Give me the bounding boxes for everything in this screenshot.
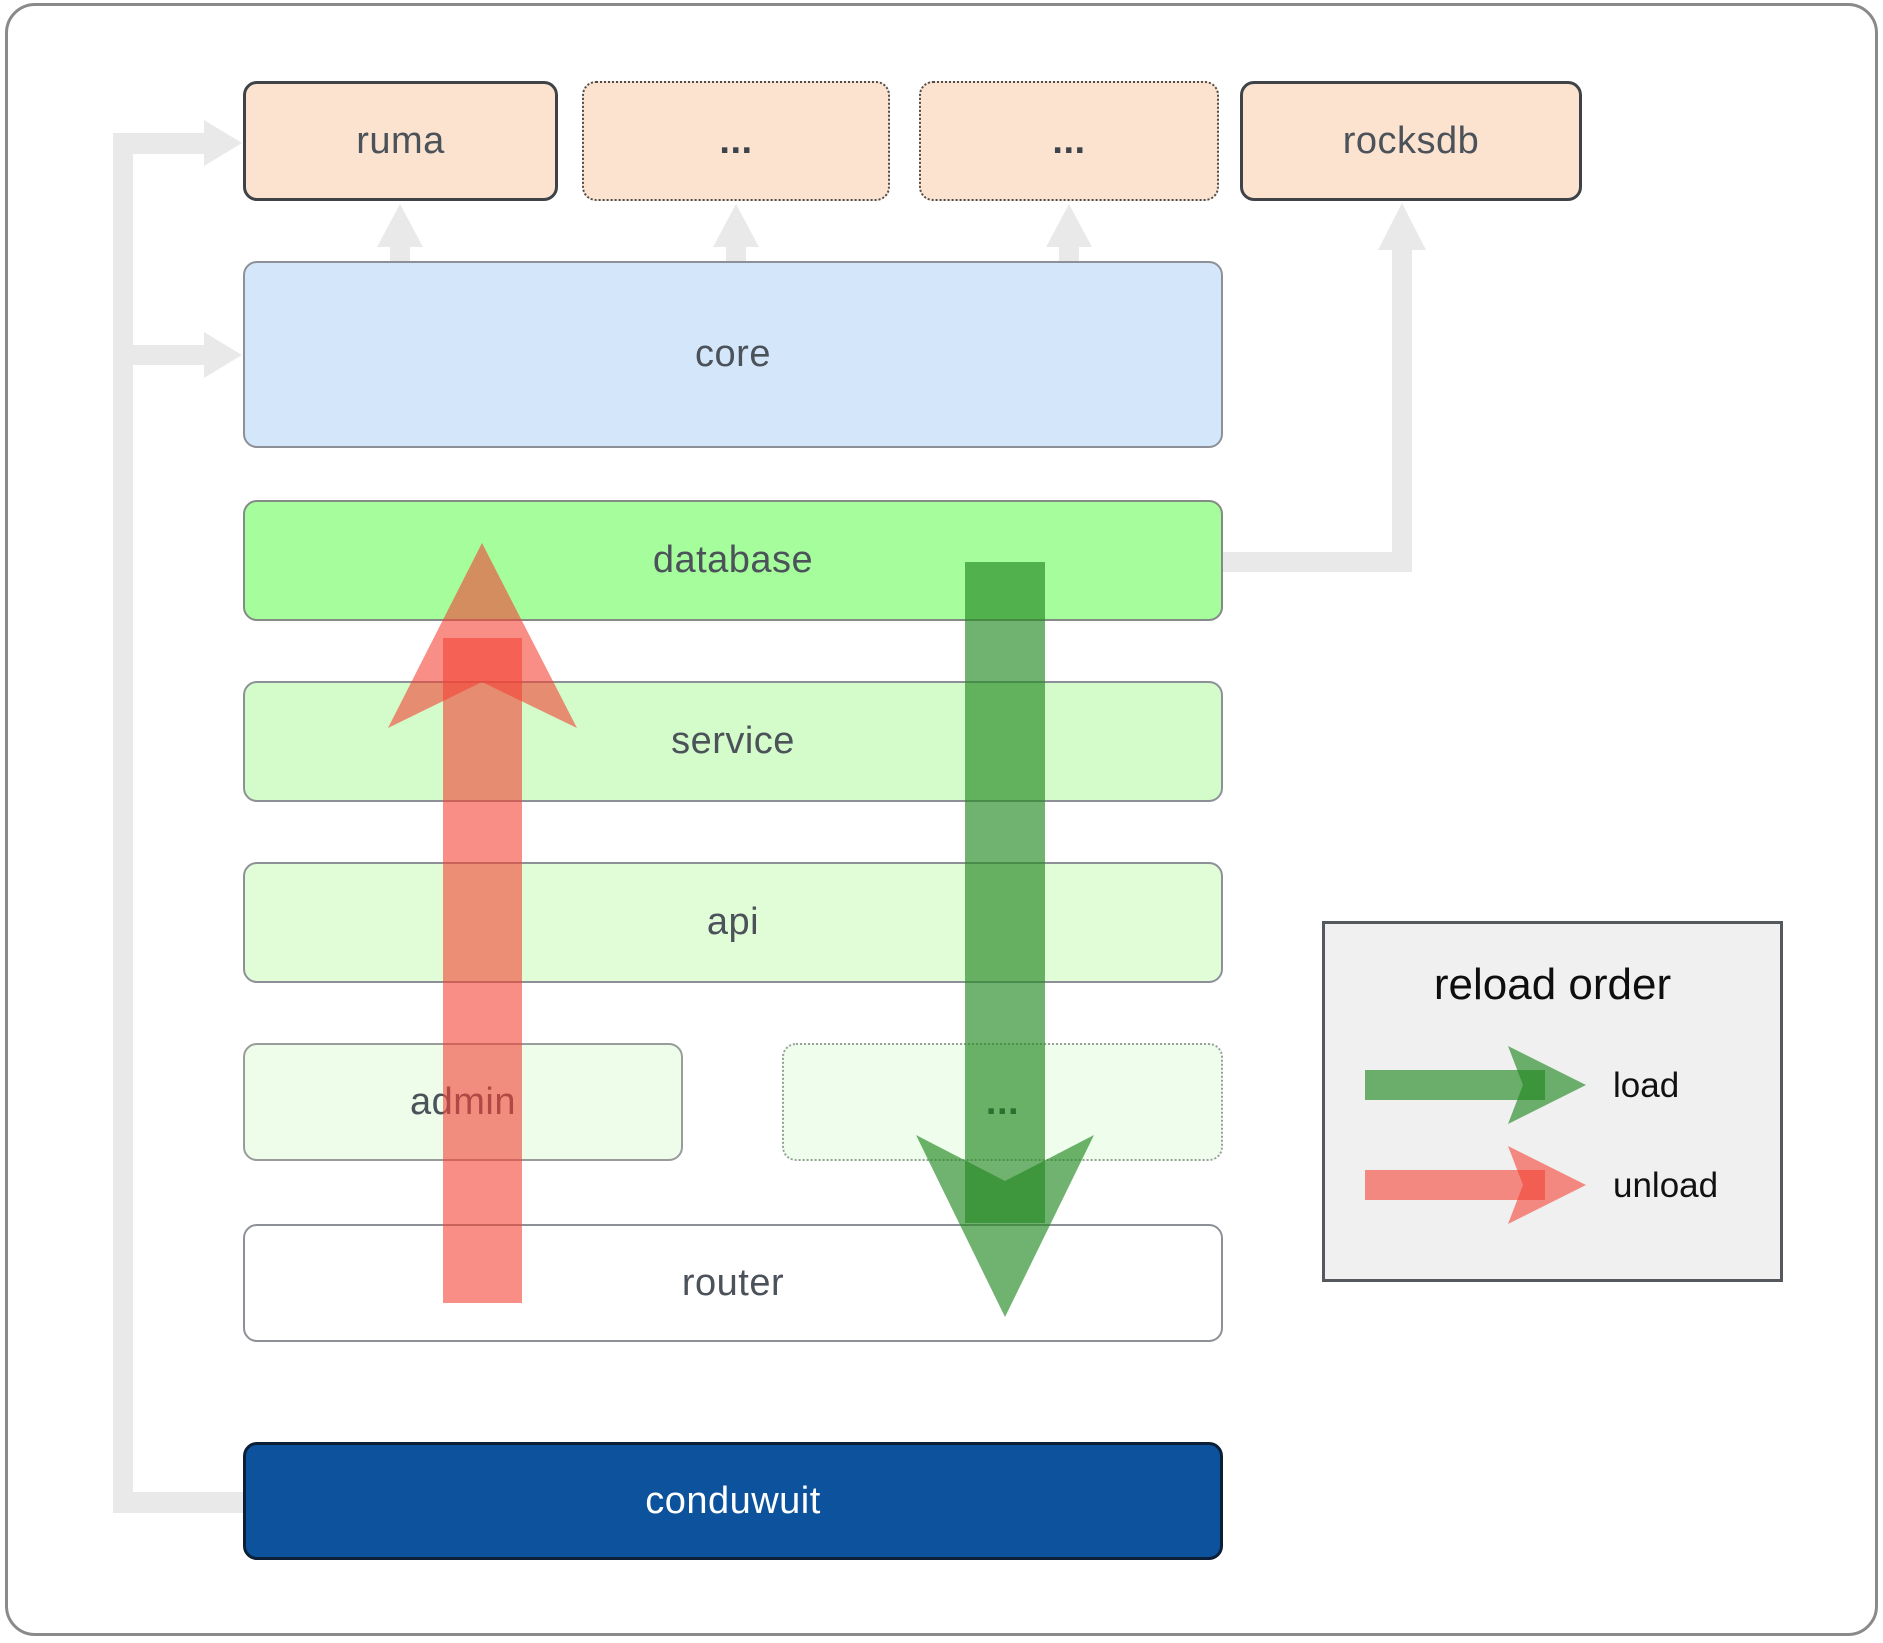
legend-arrows: [1365, 1046, 1586, 1224]
node-core-label: core: [695, 333, 771, 375]
node-rocksdb-label: rocksdb: [1342, 119, 1480, 162]
node-database-label: database: [652, 539, 814, 581]
legend-unload-label: unload: [1613, 1166, 1719, 1205]
node-api-label: api: [706, 901, 760, 943]
node-router-label: router: [681, 1261, 785, 1304]
outer-frame: [5, 3, 1878, 1636]
legend-unload-arrow-icon: [1365, 1146, 1586, 1224]
node-service: service: [243, 681, 1223, 802]
node-router: router: [243, 1224, 1223, 1342]
node-dependency-ellipsis-1: ...: [582, 81, 890, 201]
node-database: database: [243, 500, 1223, 621]
legend-load-label: load: [1613, 1066, 1680, 1105]
node-rocksdb: rocksdb: [1240, 81, 1582, 201]
node-dependency-ellipsis-1-label: ...: [719, 119, 753, 162]
node-core: core: [243, 261, 1223, 448]
legend-title: reload order: [1433, 960, 1672, 1009]
node-service-label: service: [671, 720, 795, 762]
node-admin-label: admin: [410, 1080, 516, 1123]
node-service-ellipsis: ...: [782, 1043, 1223, 1161]
node-conduwuit-label: conduwuit: [645, 1479, 821, 1522]
legend-load-arrow-icon: [1365, 1046, 1586, 1124]
node-ruma: ruma: [243, 81, 558, 201]
node-api: api: [243, 862, 1223, 983]
node-ruma-label: ruma: [356, 119, 445, 162]
node-dependency-ellipsis-2: ...: [919, 81, 1219, 201]
legend: reload order load unload: [1322, 921, 1783, 1282]
node-admin: admin: [243, 1043, 683, 1161]
node-conduwuit: conduwuit: [243, 1442, 1223, 1560]
node-dependency-ellipsis-2-label: ...: [1052, 119, 1086, 162]
node-service-ellipsis-label: ...: [985, 1080, 1020, 1123]
